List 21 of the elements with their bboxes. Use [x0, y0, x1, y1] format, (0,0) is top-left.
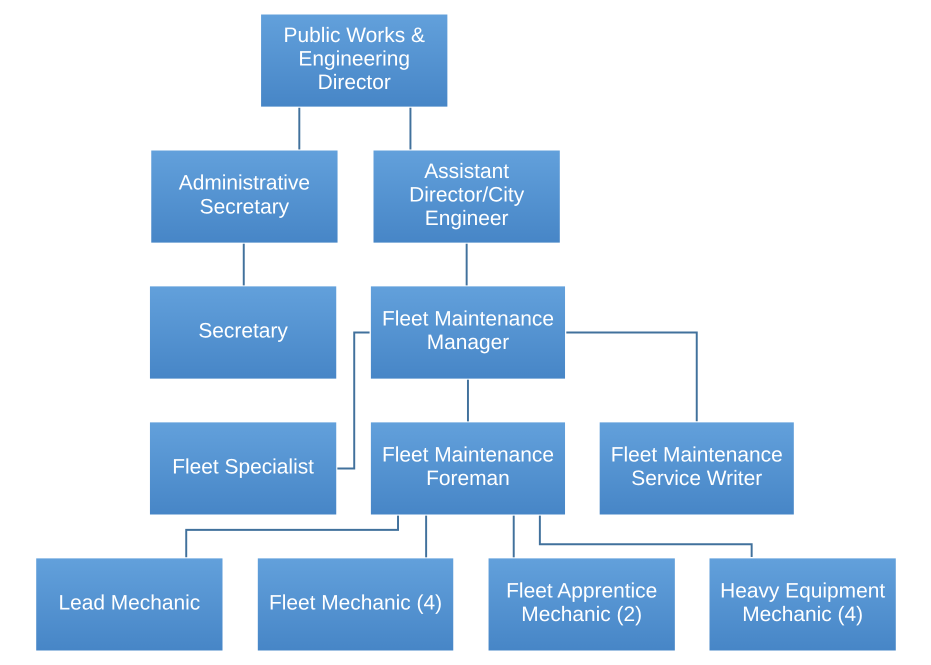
connector: [424, 516, 427, 558]
connector: [465, 244, 468, 286]
connector: [512, 516, 514, 558]
connector: [538, 516, 752, 558]
node-box: Fleet Specialist: [148, 420, 338, 516]
connector: [298, 108, 300, 150]
node-box: Lead Mechanic: [34, 556, 224, 652]
node-box: Administrative Secretary: [148, 148, 340, 245]
node-box: Fleet Maintenance Manager: [368, 284, 566, 381]
connector: [566, 332, 698, 422]
connector: [408, 108, 411, 150]
node-box: Secretary: [148, 284, 338, 381]
node-box: Fleet Mechanic (4): [255, 556, 455, 652]
connector: [242, 244, 244, 286]
node-box: Public Works & Engineering Director: [258, 12, 449, 109]
connector: [466, 380, 468, 422]
node-box: Fleet Apprentice Mechanic (2): [486, 556, 676, 652]
node-box: Assistant Director/City Engineer: [371, 148, 562, 245]
node-box: Fleet Maintenance Service Writer: [597, 420, 796, 516]
node-box: Fleet Maintenance Foreman: [368, 420, 566, 516]
node-box: Heavy Equipment Mechanic (4): [707, 556, 898, 652]
